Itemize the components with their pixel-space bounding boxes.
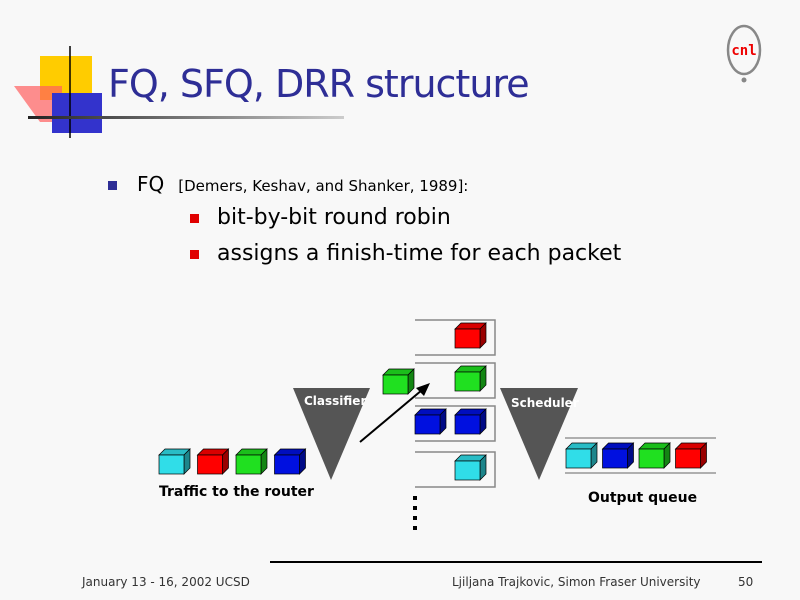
green-packet [638, 442, 671, 469]
classifier-funnel [293, 388, 370, 480]
sub-bullet-text: bit-by-bit round robin [217, 205, 451, 230]
green-packet [454, 365, 487, 392]
sub-bullet: bit-by-bit round robin [190, 205, 451, 230]
output-queue-label: Output queue [588, 490, 698, 506]
cyan-packet [565, 442, 598, 469]
title-decoration [14, 46, 344, 138]
blue-packet [414, 408, 447, 435]
classifier-arrow [359, 383, 430, 443]
blue-packet [273, 448, 307, 475]
flow-queue [415, 362, 496, 399]
flow-queue [415, 451, 496, 488]
traffic-label: Traffic to the router [159, 484, 314, 500]
ellipsis-dots [413, 496, 417, 530]
red-packet [674, 442, 708, 469]
bullet-icon [190, 213, 199, 223]
cnl-logo: cnl [726, 24, 762, 83]
flow-queue [415, 405, 496, 442]
cyan-packet [454, 454, 487, 481]
sub-bullet-text: assigns a finish-time for each packet [217, 241, 622, 266]
per-flow-queues [415, 319, 496, 488]
red-packet [454, 322, 487, 349]
green-packet [235, 448, 268, 475]
bullet-icon [190, 249, 199, 259]
scheduler-funnel [500, 388, 578, 480]
bullet-icon [108, 181, 117, 190]
bullet-fq: FQ [Demers, Keshav, and Shanker, 1989]: [108, 172, 468, 196]
green-packet [382, 368, 415, 395]
blue-packet [454, 408, 487, 435]
svg-text:cnl: cnl [731, 43, 756, 59]
scheduler-label: Scheduler [511, 396, 579, 410]
page-title: FQ, SFQ, DRR structure [108, 62, 530, 106]
output-queue-lines [565, 437, 716, 474]
footer-author: Ljiljana Trajkovic, Simon Fraser Univers… [452, 575, 701, 589]
classifier-label: Classifier [304, 394, 367, 408]
packets [158, 322, 708, 481]
page-number: 50 [738, 575, 754, 589]
sub-bullet: assigns a finish-time for each packet [190, 241, 621, 266]
cyan-packet [158, 448, 191, 475]
blue-packet [601, 442, 635, 469]
citation: [Demers, Keshav, and Shanker, 1989]: [178, 177, 469, 195]
bullet-label: FQ [137, 172, 165, 196]
red-packet [196, 448, 230, 475]
footer-date: January 13 - 16, 2002 UCSD [82, 575, 250, 589]
flow-queue [415, 319, 496, 356]
